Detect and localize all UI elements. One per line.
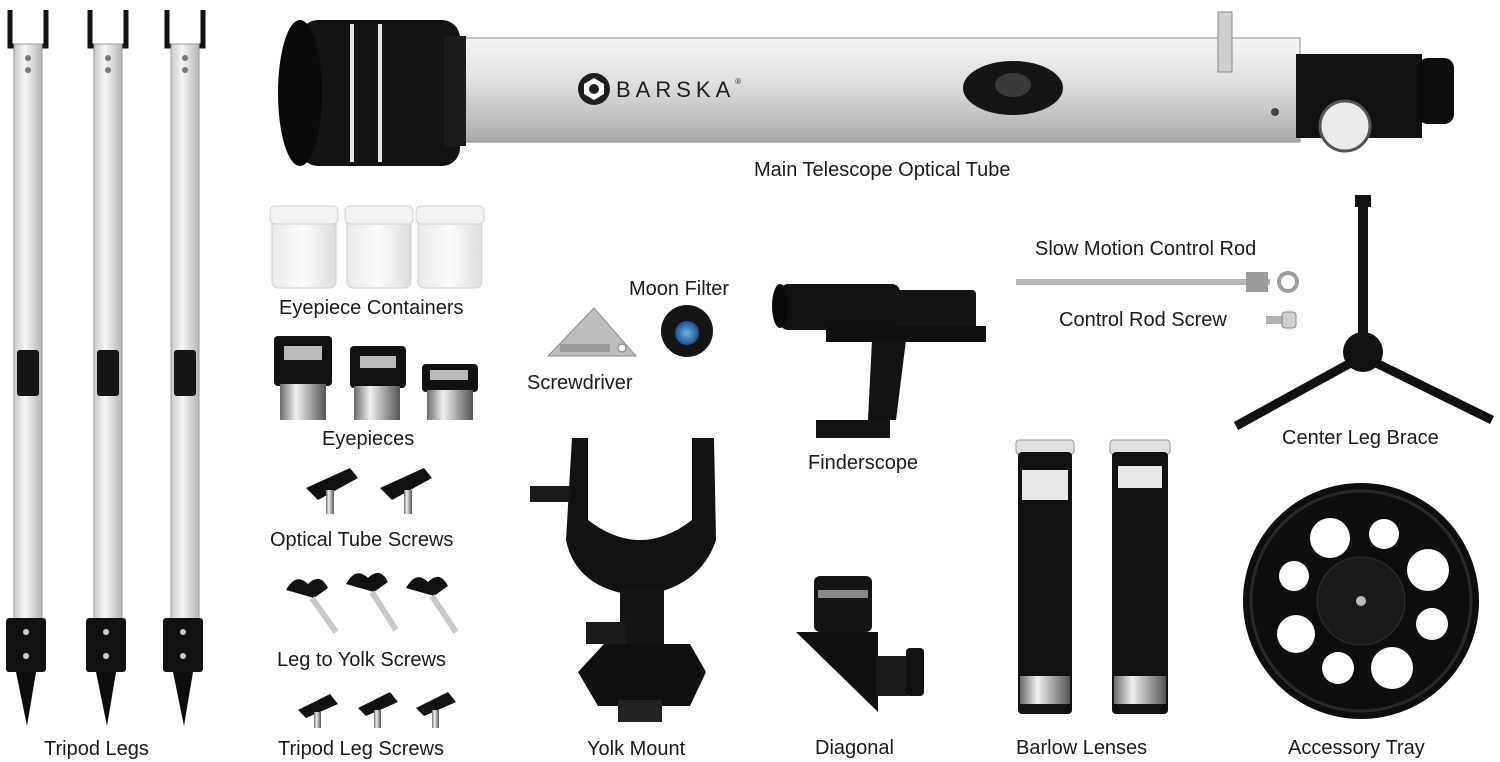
slow-motion-control-rod [1016,271,1299,293]
screwdriver [546,307,638,357]
center-leg-brace-label: Center Leg Brace [1282,427,1439,449]
yolk-mount-label: Yolk Mount [587,738,686,760]
leg-to-yolk-screws [286,572,459,634]
diagonal-label: Diagonal [815,737,894,759]
eyepieces [274,336,478,420]
diagonal [796,576,924,712]
eyepieces-label: Eyepieces [322,428,415,450]
moon-filter [661,305,713,357]
accessory-tray-label: Accessory Tray [1288,737,1425,759]
tripod-legs-label: Tripod Legs [44,738,149,760]
accessory-tray [1243,483,1479,719]
control-rod-screw-label: Control Rod Screw [1059,309,1227,331]
control-rod-screw [1266,311,1297,329]
main-telescope-tube-label: Main Telescope Optical Tube [754,159,1011,181]
center-leg-brace [1233,195,1494,430]
screwdriver-label: Screwdriver [527,372,633,394]
finderscope-label: Finderscope [808,452,919,474]
barlow-lenses [1015,439,1171,714]
leg-to-yolk-screws-label: Leg to Yolk Screws [277,649,446,671]
finderscope [772,284,986,438]
tripod-legs [6,10,206,726]
optical-tube-screws-label: Optical Tube Screws [270,529,454,551]
brand-logo: BARSKA® [616,77,742,102]
eyepiece-containers [269,205,485,289]
moon-filter-label: Moon Filter [629,278,730,300]
main-telescope-tube [278,11,1454,166]
tripod-leg [6,10,49,726]
optical-tube-screws [306,468,432,514]
tripod-leg [86,10,129,726]
tripod-leg-screws-label: Tripod Leg Screws [278,738,444,760]
yolk-mount [530,438,716,722]
barlow-lenses-label: Barlow Lenses [1016,737,1148,759]
eyepiece-containers-label: Eyepiece Containers [279,297,464,319]
brand-logo-icon [578,73,610,105]
tripod-leg-screws [298,692,456,728]
slow-motion-control-rod-label: Slow Motion Control Rod [1035,238,1257,260]
tripod-leg [163,10,206,726]
